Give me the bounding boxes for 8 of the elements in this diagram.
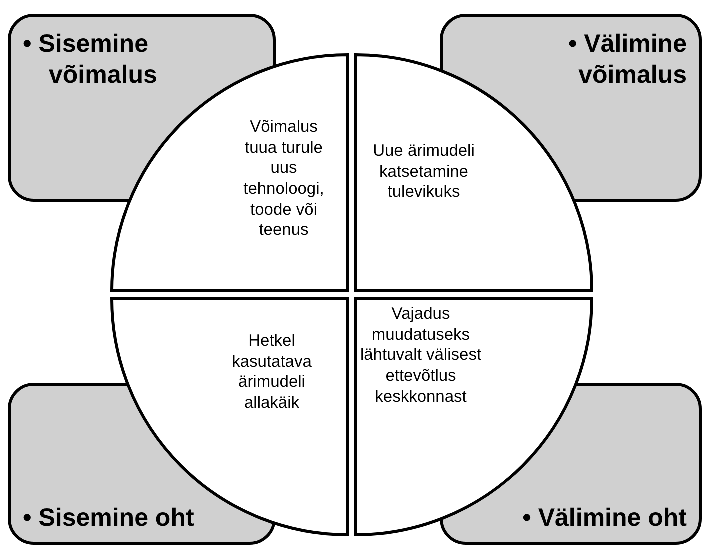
bullet-text: • Välimine võimalus <box>567 29 687 92</box>
segment-text: Vajadus muudatuseks lähtuvalt välisest ettevõtlus keskkonnast <box>359 304 483 408</box>
segment-text: Võimalus tuua turule uus tehnoloogi, toode või teenus <box>242 117 326 241</box>
bullet-text: • Sisemine oht <box>23 502 196 534</box>
bullet-text: • Sisemine võimalus <box>23 29 158 92</box>
segment-text: Uue ärimudeli katsetamine tulevikuks <box>372 141 476 203</box>
segment-text: Hetkel kasutatava ärimudeli allakäik <box>231 331 313 414</box>
bullet-text: • Välimine oht <box>522 502 687 534</box>
